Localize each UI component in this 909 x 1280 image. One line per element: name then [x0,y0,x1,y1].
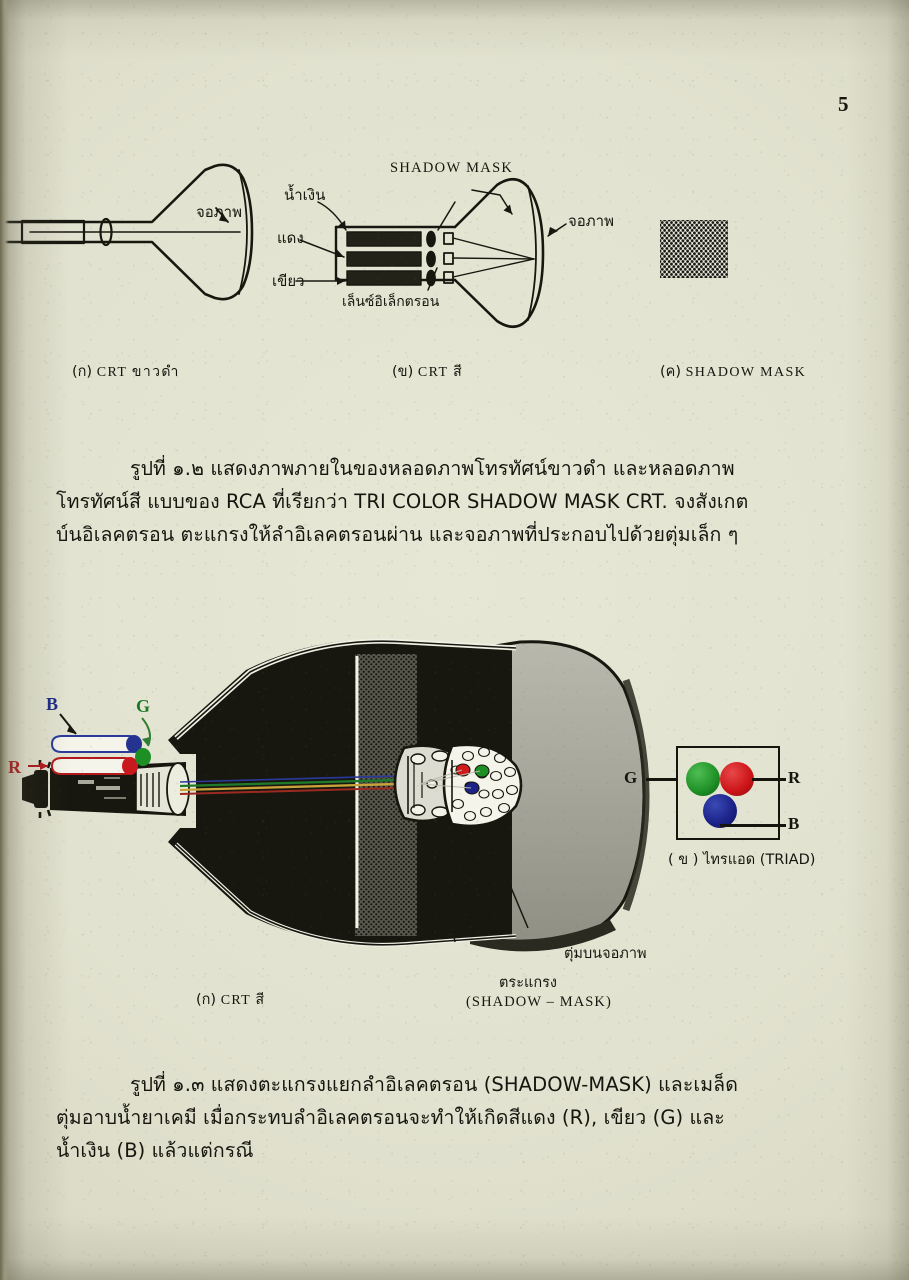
triad-caption-key: ( ข ) [668,852,699,868]
callout-red: แดง [277,229,304,247]
sublabel-b-text: CRT สี [417,365,464,380]
blue-phosphor-dot [703,794,737,828]
caption-1-2-line-3: บ์นอิเลคตรอน ตะแกรงให้ลำอิเลคตรอนผ่าน แล… [56,523,739,546]
sublabel-a-key: (ก) [72,364,93,380]
triad-lead-r [752,778,786,781]
callout-electron-lens: เล็นซ์อิเล็กตรอน [342,292,440,310]
triad-lead-b [720,824,786,827]
caption-1-2-line-2: โทรทัศน์สี แบบของ RCA ที่เรียกว่า TRI CO… [56,490,749,513]
figure-1-3-artwork: B G R [8,638,650,952]
beam-label-r: R [8,757,22,777]
red-phosphor-dot [720,762,754,796]
triad-label-b: B [788,814,800,833]
figure-1-3: B G R [0,628,909,1028]
sublabel-fig13-a-text: CRT สี [220,993,266,1008]
sublabel-c: (ค) SHADOW MASK [660,360,806,383]
callout-shadow-mask-title: SHADOW MASK [390,160,513,176]
inset-red-dot [455,763,471,777]
callout-green: เขียว [272,272,305,290]
caption-1-3-line-3: น้ำเงิน (B) แล้วแต่กรณี [56,1139,254,1162]
triad-lead-g [646,778,678,781]
callout-blue: น้ำเงิน [284,184,325,204]
beam-label-b: B [46,694,58,714]
figure-1-2-caption: รูปที่ ๑.๒ แสดงภาพภายในของหลอดภาพโทรทัศน… [56,452,856,551]
callout-screen-b: จอภาพ [568,212,614,230]
beam-label-g: G [136,696,150,716]
figure-1-3-caption: รูปที่ ๑.๓ แสดงตะแกรงแยกลำอิเลคตรอน (SHA… [56,1068,856,1167]
figure-1-2: จอภาพ [0,140,909,390]
caption-1-2-line-1: รูปที่ ๑.๒ แสดงภาพภายในของหลอดภาพโทรทัศน… [130,457,735,480]
caption-1-3-line-2: ตุ่มอาบน้ำยาเคมี เมื่อกระทบลำอิเลคตรอนจะ… [56,1106,725,1129]
sublabel-b-key: (ข) [392,364,414,380]
triad-diagram: G R B [624,746,800,840]
triad-label-g: G [624,768,638,787]
triad-label-r: R [788,768,801,787]
callout-mask-latin: (SHADOW – MASK) [466,994,612,1010]
callout-mask-thai: ตระแกรง [499,975,557,991]
callout-screen-dots: ตุ่มบนจอภาพ [564,946,647,962]
inset-green-dot [474,764,490,778]
page-number: 5 [838,92,849,116]
figure-1-2-artwork: จอภาพ [0,160,614,329]
sublabel-fig13-a: (ก) CRT สี [196,988,265,1011]
triad-box [676,746,780,840]
triad-caption-text: ไทรแอด (TRIAD) [703,852,816,868]
sublabel-c-text: SHADOW MASK [685,365,807,380]
sublabel-a: (ก) CRT ขาวดำ [72,360,180,383]
green-phosphor-dot [686,762,720,796]
sublabel-b: (ข) CRT สี [392,360,463,383]
callout-screen-a: จอภาพ [196,203,242,221]
sublabel-fig13-a-key: (ก) [196,992,217,1008]
sublabel-a-text: CRT ขาวดำ [96,365,180,380]
figure-1-2-sublabels: (ก) CRT ขาวดำ (ข) CRT สี (ค) SHADOW MASK [0,360,909,384]
shadow-mask-swatch [660,220,728,278]
caption-1-3-line-1: รูปที่ ๑.๓ แสดงตะแกรงแยกลำอิเลคตรอน (SHA… [130,1073,738,1096]
triad-caption: ( ข ) ไทรแอด (TRIAD) [668,848,868,871]
sublabel-c-key: (ค) [660,364,682,380]
